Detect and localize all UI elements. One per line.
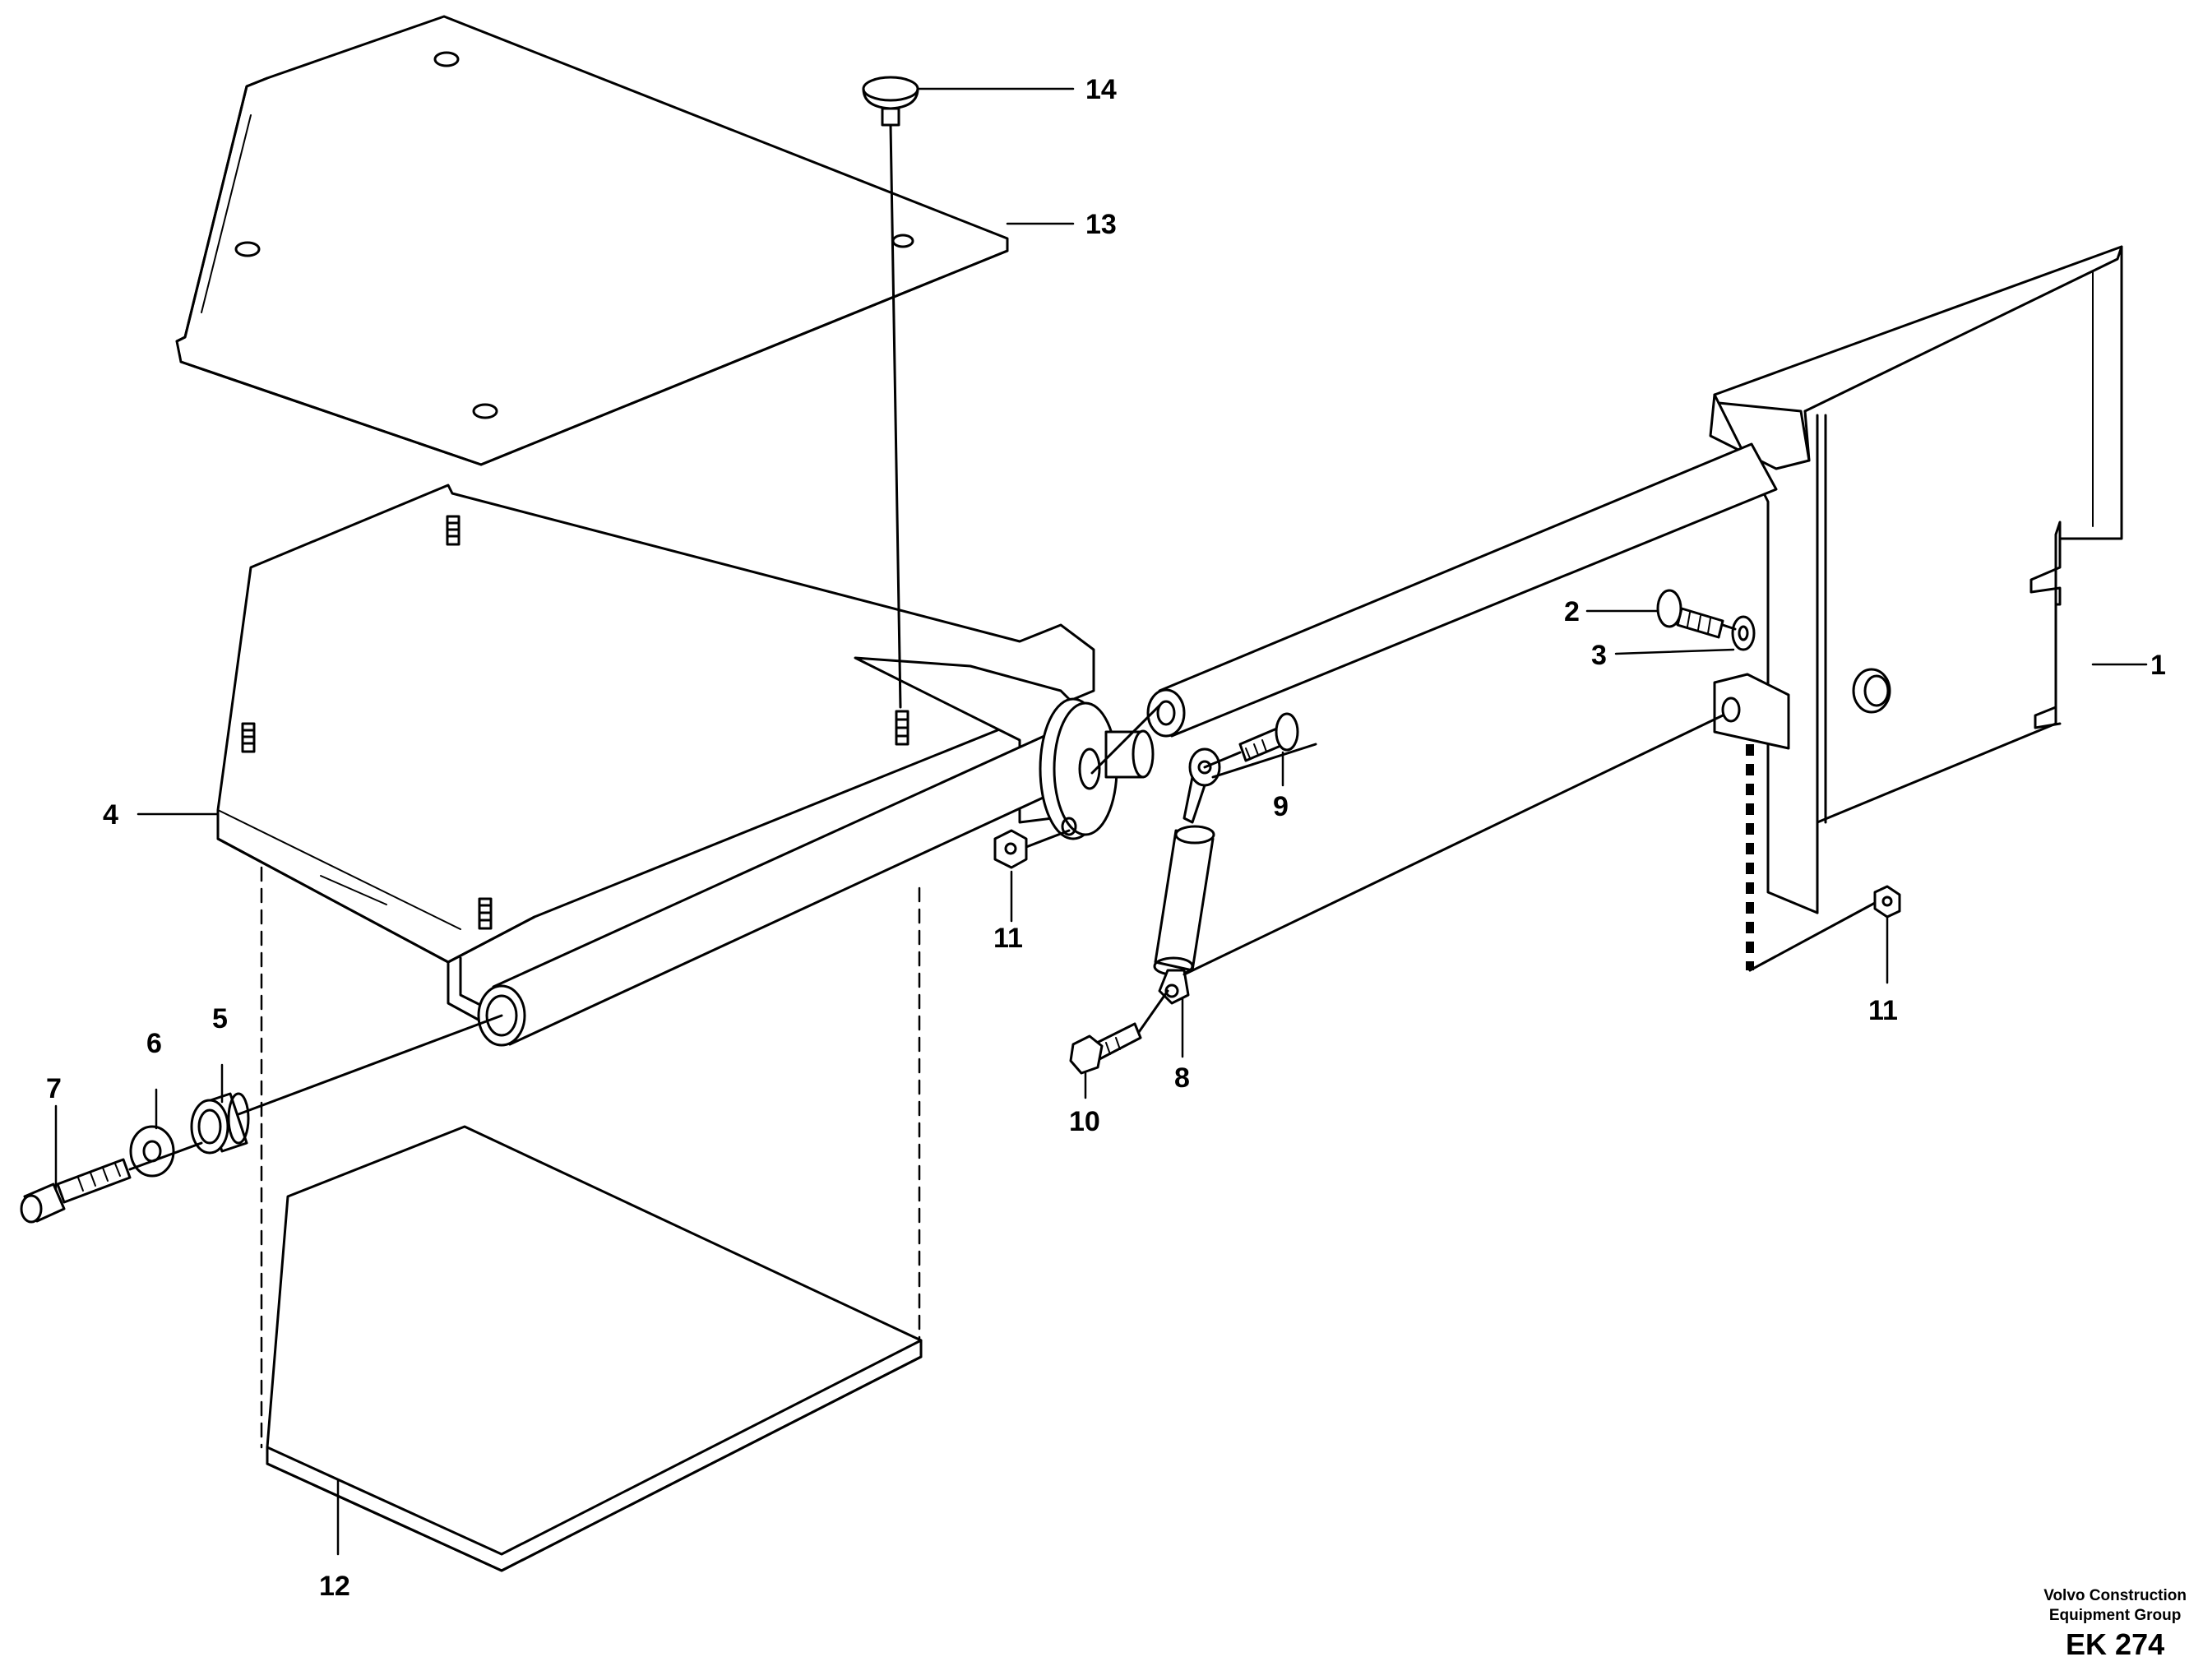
callout-labels: 1 2 3 4 5 6 7 8 9 10 11 11 12 13 14 bbox=[46, 74, 2166, 1602]
company-name-line1: Volvo Construction bbox=[2043, 1587, 2187, 1604]
callout-2: 2 bbox=[1564, 596, 1580, 627]
callout-11-right: 11 bbox=[1868, 995, 1898, 1026]
washer-3 bbox=[1731, 615, 1756, 651]
drawing-footer: Volvo Construction Equipment Group EK 27… bbox=[2043, 1586, 2187, 1664]
callout-5: 5 bbox=[212, 1003, 228, 1034]
gas-strut bbox=[1153, 747, 1221, 1005]
drawing-code: EK 274 bbox=[2066, 1627, 2165, 1661]
company-name-line2: Equipment Group bbox=[2048, 1607, 2182, 1624]
bottom-mat bbox=[266, 1125, 923, 1572]
callout-12: 12 bbox=[319, 1571, 350, 1602]
bolt-2 bbox=[1656, 589, 1724, 639]
callout-7: 7 bbox=[46, 1073, 62, 1104]
bushing-5 bbox=[190, 1092, 250, 1155]
side-panel bbox=[1146, 245, 2123, 970]
callout-9: 9 bbox=[1273, 791, 1289, 822]
callout-11-left: 11 bbox=[993, 923, 1023, 954]
top-cover-plate bbox=[175, 15, 1009, 466]
plug-part bbox=[862, 76, 919, 127]
washer-6 bbox=[129, 1125, 175, 1178]
callout-6: 6 bbox=[146, 1028, 162, 1059]
nut-11-right bbox=[1873, 885, 1901, 919]
callout-1: 1 bbox=[2150, 650, 2166, 681]
bolt-9 bbox=[1238, 712, 1299, 762]
bolt-10 bbox=[1069, 1022, 1142, 1075]
screw-7 bbox=[20, 1158, 132, 1224]
callout-3: 3 bbox=[1591, 640, 1607, 671]
callout-8: 8 bbox=[1174, 1062, 1190, 1094]
callout-4: 4 bbox=[103, 799, 118, 831]
callout-13: 13 bbox=[1085, 209, 1117, 240]
base-plate bbox=[216, 484, 1155, 1047]
leader-lines bbox=[54, 87, 2148, 1556]
callout-10: 10 bbox=[1069, 1106, 1100, 1137]
callout-14: 14 bbox=[1085, 74, 1117, 105]
nut-11-left bbox=[993, 829, 1028, 869]
